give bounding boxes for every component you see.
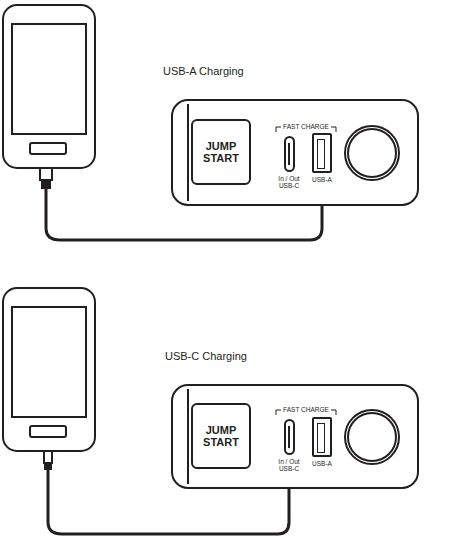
port-tongue	[317, 139, 325, 169]
port-label: USB-A	[312, 176, 332, 183]
phone-top	[3, 5, 95, 188]
port-label: USB-A	[312, 460, 332, 467]
port-pin	[288, 426, 290, 448]
housing-bottom	[172, 385, 418, 488]
port-outline	[284, 419, 295, 455]
section-title: USB-A Charging	[163, 65, 244, 77]
bracket-label: FAST CHARGE	[281, 406, 331, 413]
port-label: In / Out USB-C	[275, 175, 303, 189]
usb-a-port: USB-A	[308, 133, 336, 183]
port-outline	[312, 417, 332, 457]
usb-c-port: In / Out USB-C	[275, 419, 303, 472]
button-box: JUMP START	[191, 119, 251, 185]
usb-c-port: In / Out USB-C	[275, 136, 303, 189]
button-text: JUMP START	[199, 140, 243, 164]
port-outline	[284, 136, 295, 172]
section-title: USB-C Charging	[165, 350, 247, 362]
button-box: JUMP START	[191, 403, 251, 469]
phone-bottom	[3, 288, 95, 469]
port-pin	[288, 143, 290, 165]
button-text: JUMP START	[199, 424, 243, 448]
port-tongue	[317, 423, 325, 453]
housing-top	[172, 100, 418, 205]
port-label: In / Out USB-C	[275, 458, 303, 472]
port-outline	[312, 133, 332, 173]
usb-a-port: USB-A	[308, 417, 336, 467]
bracket-label: FAST CHARGE	[281, 123, 331, 130]
